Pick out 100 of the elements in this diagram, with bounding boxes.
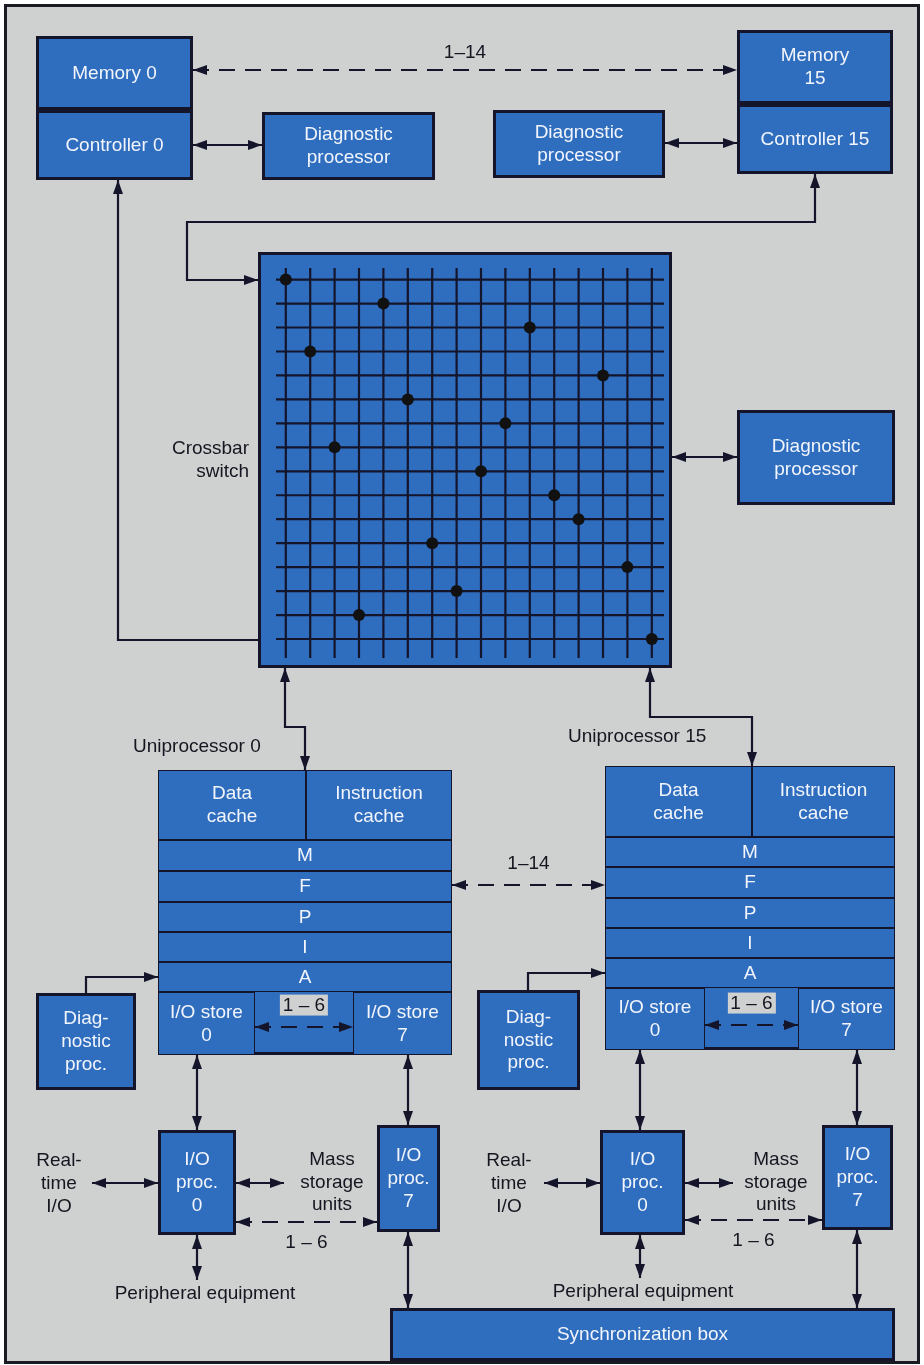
store-box bbox=[158, 992, 255, 1055]
arrow bbox=[705, 1020, 798, 1030]
arrow bbox=[685, 1215, 822, 1225]
stage-row bbox=[158, 902, 452, 932]
box-label: Controller 15 bbox=[760, 127, 870, 151]
box-label: I/O store 7 bbox=[809, 996, 884, 1042]
arrow bbox=[255, 1022, 353, 1032]
arrow bbox=[544, 1178, 600, 1188]
arrow bbox=[192, 1055, 202, 1130]
arrow bbox=[92, 1178, 158, 1188]
box-label: A bbox=[298, 965, 312, 989]
arrow bbox=[635, 1050, 645, 1130]
box-label: I bbox=[302, 935, 308, 959]
arrow bbox=[645, 668, 757, 766]
arrow bbox=[635, 1235, 645, 1278]
box-label: I/O store 0 bbox=[617, 996, 693, 1042]
box-label: I/O proc. 0 bbox=[620, 1148, 665, 1217]
store-box bbox=[353, 992, 452, 1055]
arrow bbox=[84, 972, 158, 993]
arrow bbox=[526, 968, 605, 990]
store-box bbox=[798, 988, 895, 1050]
switch-label: Crossbar switch bbox=[170, 437, 249, 483]
controller-box bbox=[737, 104, 893, 174]
memory-box bbox=[737, 30, 893, 104]
box-label: Diagnostic processor bbox=[533, 121, 625, 167]
box-label: Instruction cache bbox=[334, 782, 424, 828]
arrow bbox=[665, 138, 737, 148]
box-label: I bbox=[747, 931, 753, 955]
box-label: Data cache bbox=[205, 782, 259, 828]
box-label: Data cache bbox=[652, 778, 705, 825]
arrow bbox=[236, 1178, 284, 1188]
memory-box bbox=[36, 36, 193, 110]
arrow bbox=[236, 1217, 377, 1227]
io-processor-box bbox=[822, 1125, 893, 1230]
arrow bbox=[672, 452, 737, 462]
unit-title: Uniprocessor 0 bbox=[133, 735, 261, 758]
arrow bbox=[192, 1235, 202, 1280]
stage-row bbox=[605, 958, 895, 988]
box-label: Diag- nostic proc. bbox=[60, 1007, 112, 1076]
stage-row bbox=[605, 928, 895, 958]
box-label: Synchronization box bbox=[556, 1323, 729, 1346]
arrow bbox=[185, 174, 820, 285]
store-box bbox=[605, 988, 705, 1050]
arrow bbox=[852, 1050, 862, 1125]
io-label: Real- time I/O bbox=[485, 1149, 533, 1218]
processor-box bbox=[36, 993, 136, 1090]
storage-label: Mass storage units bbox=[299, 1147, 365, 1217]
arrow bbox=[852, 1230, 862, 1308]
box-label: I/O proc. 7 bbox=[386, 1144, 431, 1213]
processor-box bbox=[477, 990, 580, 1090]
stage-row bbox=[605, 867, 895, 898]
arrow bbox=[403, 1055, 413, 1125]
box-label: I/O proc. 0 bbox=[174, 1148, 220, 1217]
box-label: Diag- nostic proc. bbox=[502, 1005, 555, 1075]
box-label: Memory 0 bbox=[72, 61, 157, 85]
controller-box bbox=[36, 110, 193, 180]
io-processor-box bbox=[600, 1130, 685, 1235]
processor-box bbox=[493, 110, 665, 178]
cache-box bbox=[158, 770, 306, 840]
box-label: F bbox=[744, 871, 756, 894]
io-processor-box bbox=[158, 1130, 236, 1235]
box-label: Controller 0 bbox=[65, 133, 164, 157]
peripheral-label: Peripheral equipment bbox=[552, 1279, 734, 1303]
box-label: M bbox=[742, 840, 758, 864]
stage-row bbox=[605, 837, 895, 867]
processor-box bbox=[737, 410, 895, 505]
unit-title: Uniprocessor 15 bbox=[568, 725, 707, 748]
box-label: M bbox=[297, 844, 313, 867]
edge-label: 1 – 6 bbox=[727, 992, 776, 1014]
storage-label: Mass storage units bbox=[743, 1147, 809, 1217]
stage-row bbox=[605, 898, 895, 928]
io-label: Real- time I/O bbox=[35, 1149, 83, 1218]
io-processor-box bbox=[377, 1125, 440, 1232]
arrow bbox=[403, 1232, 413, 1308]
arrow bbox=[193, 140, 262, 150]
stage-row bbox=[158, 962, 452, 992]
stage-row bbox=[158, 840, 452, 871]
box-label: Instruction cache bbox=[778, 778, 869, 825]
box-label: Diagnostic processor bbox=[303, 123, 394, 169]
processor-box bbox=[262, 112, 435, 180]
box-label: A bbox=[743, 961, 757, 985]
arrow bbox=[280, 668, 310, 770]
cache-box bbox=[605, 766, 752, 837]
cache-box bbox=[306, 770, 452, 840]
box-label: P bbox=[298, 905, 312, 929]
arrow bbox=[193, 65, 737, 75]
box-label: I/O store 0 bbox=[169, 1000, 244, 1047]
edge-label: 1 – 6 bbox=[279, 994, 329, 1016]
box-label: P bbox=[743, 901, 757, 925]
sync-box bbox=[390, 1308, 895, 1361]
stage-row bbox=[158, 871, 452, 902]
peripheral-label: Peripheral equipment bbox=[114, 1281, 296, 1305]
box-label: I/O proc. 7 bbox=[835, 1143, 880, 1212]
cache-box bbox=[752, 766, 895, 837]
arrow bbox=[452, 880, 605, 890]
box-label: Diagnostic processor bbox=[770, 434, 862, 481]
box-label: I/O store 7 bbox=[365, 1000, 440, 1047]
arrow bbox=[113, 180, 258, 642]
arrow bbox=[685, 1178, 733, 1188]
box-label: F bbox=[299, 875, 311, 898]
